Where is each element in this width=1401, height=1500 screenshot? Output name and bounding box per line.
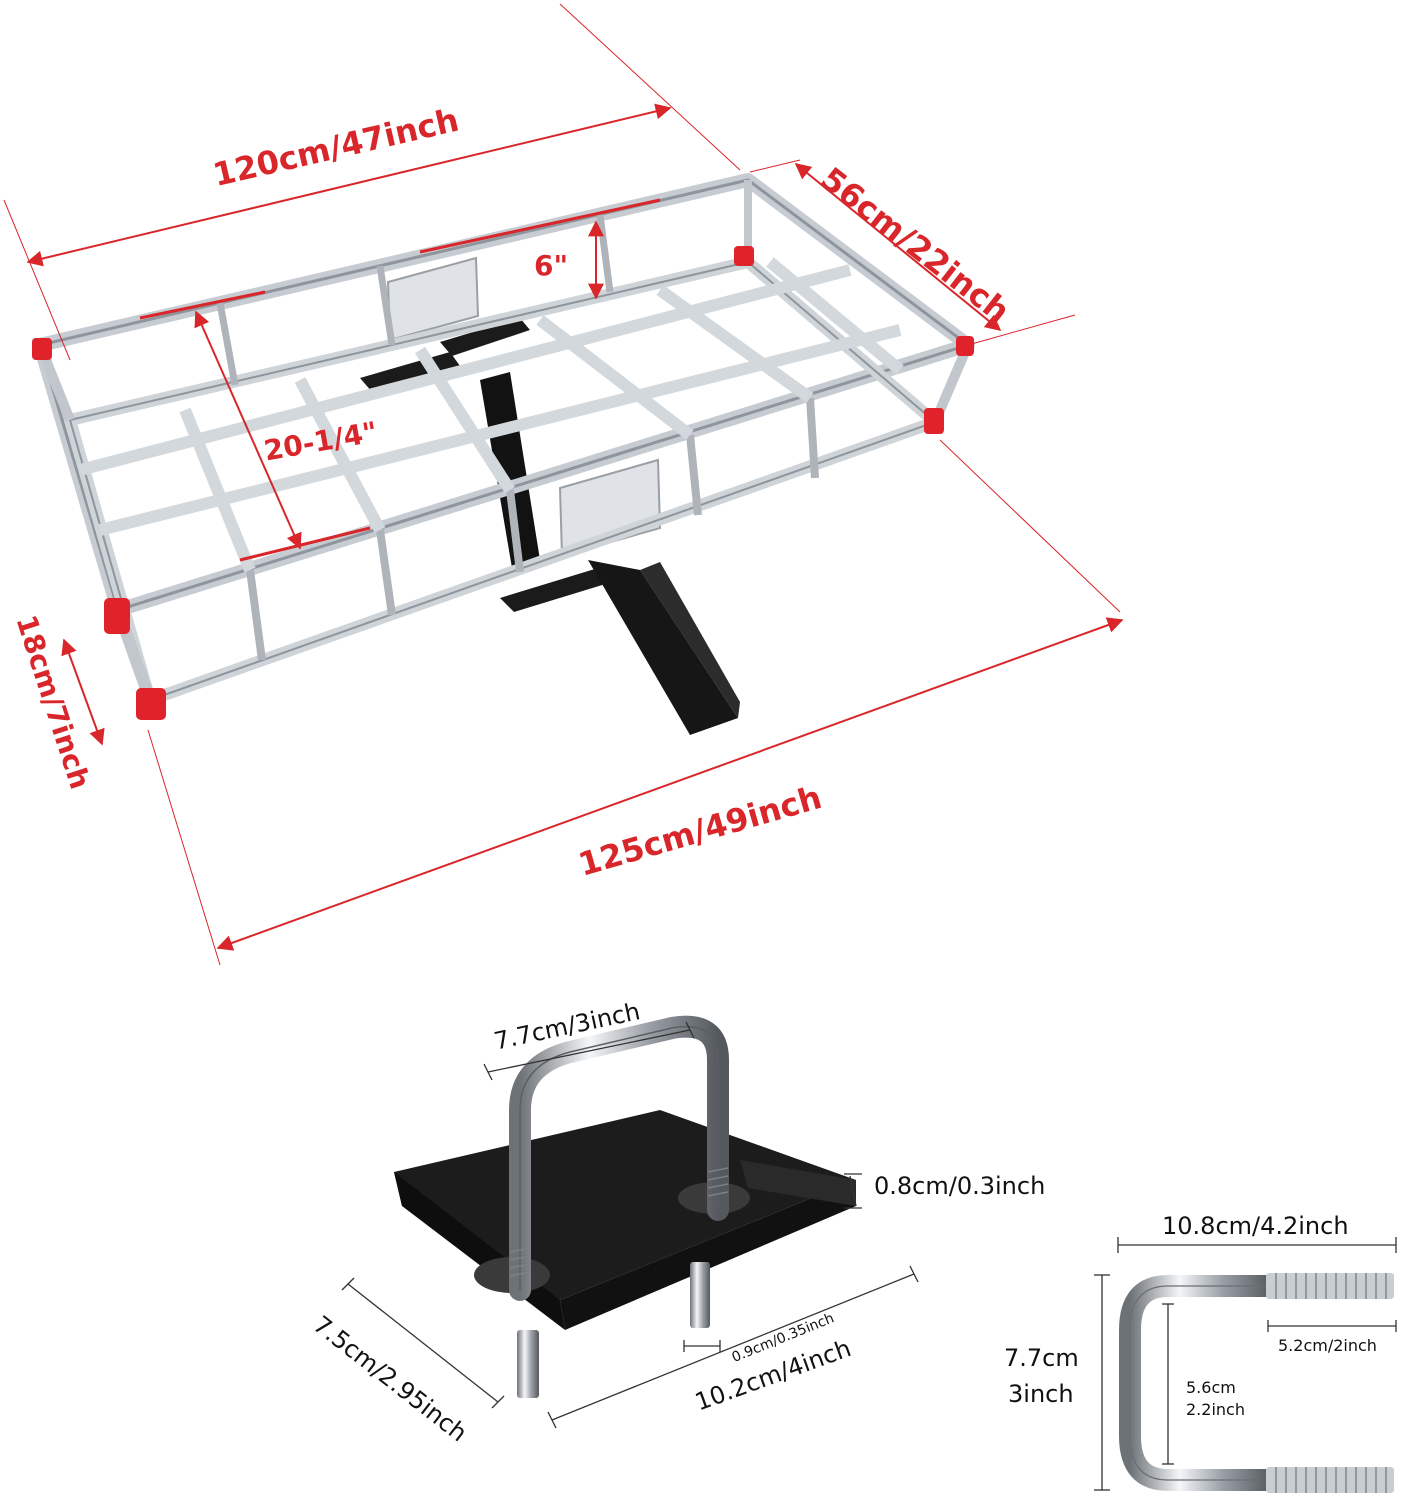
cargo-carrier-illustration: [32, 173, 975, 735]
carrier-dimension-lines: [3, 3, 1124, 966]
u-bolt-dimension-lines: [1094, 1237, 1397, 1491]
u-bolt-thread-bottom: [1266, 1467, 1394, 1493]
u-bolt-thread-top: [1266, 1273, 1394, 1299]
hitch-stabilizer-illustration: [394, 1015, 856, 1398]
lower-bolt-end-left: [517, 1330, 539, 1398]
lower-bolt-end-right: [690, 1262, 710, 1328]
bolt-threads: [509, 1167, 729, 1277]
dim-inner-in: 2.2inch: [1186, 1400, 1245, 1419]
dim-inner-cm: 5.6cm: [1186, 1378, 1236, 1397]
dim-rail-height: 6": [534, 249, 569, 282]
dim-u-bolt-height-in: 3inch: [1008, 1380, 1074, 1408]
u-bolt-illustration: [1119, 1273, 1394, 1493]
dim-u-bolt-height-cm: 7.7cm: [1004, 1344, 1079, 1372]
end-caps: [32, 246, 974, 720]
stabilizer-plate: [394, 1110, 856, 1300]
dim-u-bolt-length: 10.8cm/4.2inch: [1162, 1212, 1349, 1240]
dim-thread-length: 5.2cm/2inch: [1278, 1336, 1377, 1355]
stabilizer-dimension-lines: [341, 1021, 919, 1429]
dim-plate-thickness: 0.8cm/0.3inch: [874, 1172, 1046, 1200]
